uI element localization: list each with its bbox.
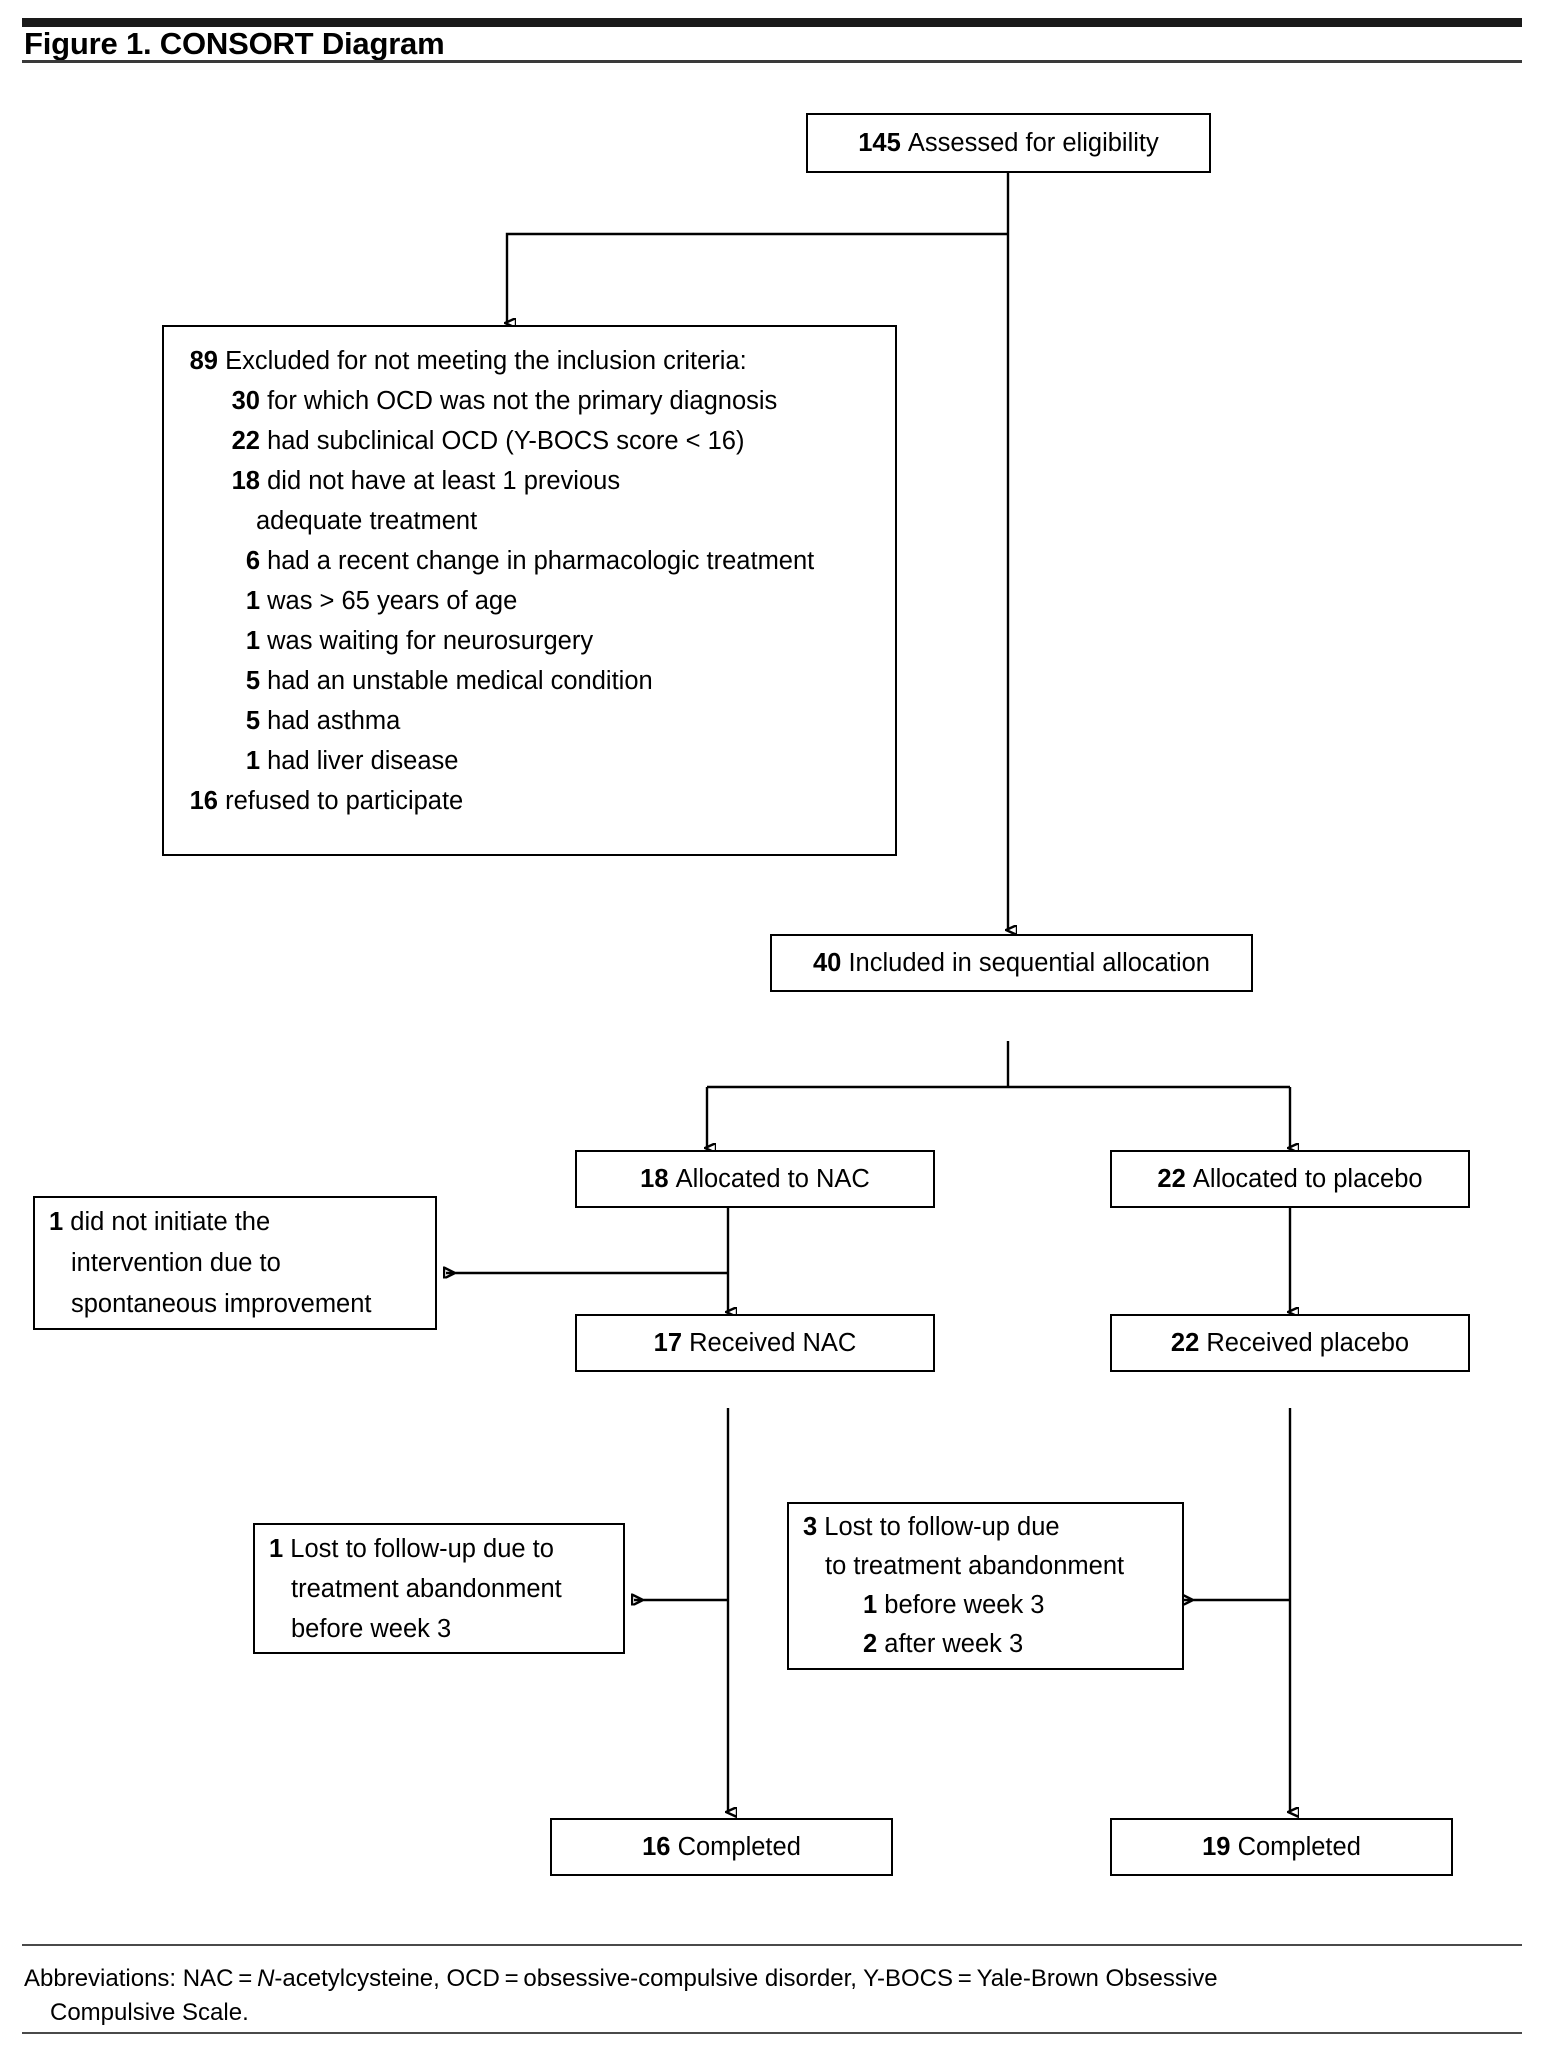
node-received-placebo: 22 Received placebo: [1110, 1314, 1470, 1372]
excluded-heading-count: 89: [189, 347, 218, 375]
reason-4-count: 6: [245, 547, 260, 575]
node-lost-followup-nac: 1 Lost to follow-up due to treatment aba…: [253, 1523, 625, 1654]
footnote-line-2: Compulsive Scale.: [50, 1999, 249, 2026]
received-nac-count: 17: [653, 1328, 683, 1357]
alloc-placebo-count: 22: [1157, 1164, 1186, 1193]
excluded-reason-4: 6 had a recent change in pharmacologic t…: [164, 541, 895, 581]
reason-8-text: had asthma: [267, 707, 401, 735]
node-included-allocation: 40 Included in sequential allocation: [770, 934, 1253, 992]
header-rule-thin: [22, 60, 1522, 63]
reason-5-text: was > 65 years of age: [267, 587, 518, 615]
reason-4-text: had a recent change in pharmacologic tre…: [267, 547, 815, 575]
reason-1-text: for which OCD was not the primary diagno…: [267, 387, 778, 415]
reason-3-continuation-text: adequate treatment: [256, 507, 478, 535]
node-assessed-for-eligibility: 145 Assessed for eligibility: [806, 113, 1211, 173]
included-count: 40: [813, 948, 842, 977]
page-title: Figure 1. CONSORT Diagram: [24, 26, 445, 61]
node-completed-nac: 16 Completed: [550, 1818, 893, 1876]
alloc-nac-label: Allocated to NAC: [675, 1164, 870, 1193]
lost-placebo-sub-1-count: 1: [863, 1591, 878, 1619]
received-placebo-label: Received placebo: [1206, 1328, 1410, 1357]
excluded-footer-label: refused to participate: [225, 787, 464, 815]
footer-rule-bottom: [22, 2032, 1522, 2034]
excluded-reason-9: 1 had liver disease: [164, 741, 895, 781]
lost-nac-line-1: 1 Lost to follow-up due to: [269, 1529, 613, 1569]
lost-nac-line-3: before week 3: [291, 1614, 452, 1643]
assessed-count: 145: [858, 128, 901, 157]
reason-7-text: had an unstable medical condition: [267, 667, 653, 695]
excluded-reason-3-continuation: adequate treatment: [164, 501, 895, 541]
reason-2-text: had subclinical OCD (Y-BOCS score < 16): [267, 427, 745, 455]
node-excluded-criteria: 89 Excluded for not meeting the inclusio…: [162, 325, 897, 856]
lost-nac-line-2: treatment abandonment: [291, 1574, 562, 1603]
footer-rule-top: [22, 1944, 1522, 1946]
node-allocated-placebo: 22 Allocated to placebo: [1110, 1150, 1470, 1208]
not-initiated-line-2: intervention due to: [71, 1248, 281, 1277]
excluded-reason-7: 5 had an unstable medical condition: [164, 661, 895, 701]
footnote-italic-n: N: [257, 1965, 275, 1992]
lost-placebo-sub-1-text: before week 3: [884, 1591, 1045, 1619]
header-rule-thick: [22, 18, 1522, 27]
included-label: Included in sequential allocation: [848, 948, 1210, 977]
node-completed-placebo: 19 Completed: [1110, 1818, 1453, 1876]
lost-placebo-sub-2: 2 after week 3: [803, 1625, 1174, 1664]
lost-placebo-line-1: 3 Lost to follow-up due: [803, 1508, 1174, 1547]
excluded-heading-label: Excluded for not meeting the inclusion c…: [225, 347, 747, 375]
lost-placebo-line-2: to treatment abandonment: [825, 1552, 1125, 1580]
node-allocated-nac: 18 Allocated to NAC: [575, 1150, 935, 1208]
received-placebo-count: 22: [1170, 1328, 1200, 1357]
excluded-footer: 16 refused to participate: [164, 781, 895, 821]
completed-nac-count: 16: [642, 1832, 671, 1861]
reason-8-count: 5: [245, 707, 260, 735]
excluded-heading: 89 Excluded for not meeting the inclusio…: [164, 341, 895, 381]
reason-2-count: 22: [231, 427, 260, 455]
excluded-reason-1: 30 for which OCD was not the primary dia…: [164, 381, 895, 421]
footnote-rest: -acetylcysteine, OCD = obsessive-compuls…: [274, 1965, 1218, 1992]
reason-9-text: had liver disease: [267, 747, 459, 775]
received-nac-label: Received NAC: [689, 1328, 857, 1357]
abbreviations-note: Abbreviations: NAC = N-acetylcysteine, O…: [24, 1962, 1504, 2030]
not-initiated-text-1: did not initiate the: [70, 1207, 271, 1236]
node-received-nac: 17 Received NAC: [575, 1314, 935, 1372]
excluded-reason-6: 1 was waiting for neurosurgery: [164, 621, 895, 661]
reason-9-count: 1: [245, 747, 260, 775]
footnote-lead: Abbreviations: NAC =: [24, 1965, 258, 1992]
lost-placebo-sub-1: 1 before week 3: [803, 1586, 1174, 1625]
completed-placebo-label: Completed: [1237, 1832, 1361, 1861]
reason-7-count: 5: [245, 667, 260, 695]
lost-placebo-count: 3: [803, 1513, 818, 1541]
excluded-reason-5: 1 was > 65 years of age: [164, 581, 895, 621]
reason-1-count: 30: [231, 387, 260, 415]
lost-placebo-sub-2-text: after week 3: [884, 1630, 1024, 1658]
alloc-nac-count: 18: [640, 1164, 669, 1193]
lost-placebo-text-1: Lost to follow-up due: [824, 1513, 1060, 1541]
excluded-footer-count: 16: [189, 787, 218, 815]
completed-placebo-count: 19: [1202, 1832, 1231, 1861]
not-initiated-count: 1: [49, 1207, 64, 1236]
node-did-not-initiate: 1 did not initiate the intervention due …: [33, 1196, 437, 1330]
lost-nac-count: 1: [269, 1534, 284, 1563]
assessed-label: Assessed for eligibility: [907, 128, 1159, 157]
reason-6-text: was waiting for neurosurgery: [267, 627, 594, 655]
not-initiated-line-3: spontaneous improvement: [71, 1289, 372, 1318]
lost-placebo-sub-2-count: 2: [863, 1630, 878, 1658]
node-lost-followup-placebo: 3 Lost to follow-up due to treatment aba…: [787, 1502, 1184, 1670]
not-initiated-line-1: 1 did not initiate the: [49, 1202, 423, 1243]
excluded-reason-8: 5 had asthma: [164, 701, 895, 741]
completed-nac-label: Completed: [677, 1832, 801, 1861]
reason-3-text: did not have at least 1 previous: [267, 467, 621, 495]
reason-5-count: 1: [245, 587, 260, 615]
reason-3-count: 18: [231, 467, 260, 495]
lost-nac-text-1: Lost to follow-up due to: [290, 1534, 554, 1563]
excluded-reason-3: 18 did not have at least 1 previous: [164, 461, 895, 501]
reason-6-count: 1: [245, 627, 260, 655]
excluded-reason-2: 22 had subclinical OCD (Y-BOCS score < 1…: [164, 421, 895, 461]
connector-assessed-to-excluded: [507, 232, 1008, 323]
alloc-placebo-label: Allocated to placebo: [1192, 1164, 1423, 1193]
